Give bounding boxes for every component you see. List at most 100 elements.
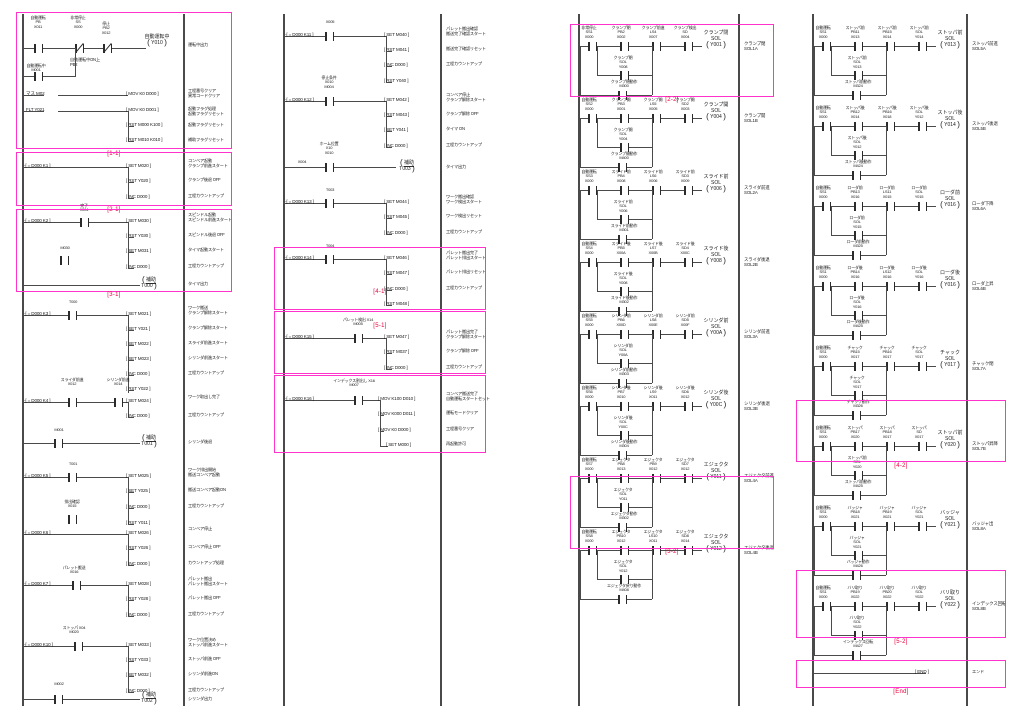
- contact-branch[interactable]: [618, 235, 627, 244]
- contact-branch[interactable]: [852, 491, 861, 500]
- instr-cond-d000-k3[interactable]: -[ = D000 K3 ]: [24, 311, 51, 316]
- contact-branch[interactable]: [852, 91, 861, 100]
- contact-branch[interactable]: [618, 163, 627, 172]
- c2-instr-cond2[interactable]: -[ = D000 K12 ]: [285, 97, 314, 102]
- contact-x016[interactable]: [854, 282, 863, 291]
- coil-y010[interactable]: 自動運転中( Y010 ): [144, 34, 170, 47]
- contact-x020[interactable]: [854, 442, 863, 451]
- contact-x005[interactable]: [652, 114, 661, 123]
- instr-set-m031[interactable]: [ SET M031 ]: [126, 248, 151, 253]
- contact-x016[interactable]: [72, 581, 81, 590]
- instr-rst-1[interactable]: [ RST M000 K100 ]: [126, 122, 163, 127]
- c2-contact-x005[interactable]: [325, 32, 334, 41]
- contact-branch[interactable]: [852, 651, 861, 660]
- contact-x000[interactable]: [822, 42, 831, 51]
- instr-set-m032[interactable]: [ SET M032 ]: [126, 672, 151, 677]
- c2-instr-rst-m048[interactable]: [ RST M048 ]: [384, 301, 410, 306]
- contact-x009[interactable]: [684, 186, 693, 195]
- contact-x012[interactable]: [620, 546, 629, 555]
- contact-x012[interactable]: [103, 44, 112, 53]
- instr-rst-y030[interactable]: [ RST Y030 ]: [126, 233, 151, 238]
- contact-x018[interactable]: [886, 122, 895, 131]
- instr-set-m023[interactable]: [ SET M023 ]: [126, 356, 151, 361]
- instr-set-m033[interactable]: [ SET M033 ]: [126, 642, 151, 647]
- c2-instr-rst-m037[interactable]: [ RST M037 ]: [384, 349, 410, 354]
- contact-x001[interactable]: [620, 114, 629, 123]
- contact-x000[interactable]: [822, 442, 831, 451]
- instr-set-m030[interactable]: [ SET M030 ]: [126, 218, 151, 223]
- c2-instr-rst-m045[interactable]: [ RST M045 ]: [384, 214, 410, 219]
- contact-branch[interactable]: [852, 411, 861, 420]
- contact-x015[interactable]: [68, 515, 77, 524]
- instr-mov-1[interactable]: [ MOV K0 D000 ]: [126, 91, 159, 96]
- contact-x000[interactable]: [588, 186, 597, 195]
- contact-branch[interactable]: [852, 251, 861, 260]
- contact-y012[interactable]: [918, 122, 927, 131]
- contact-x000[interactable]: [588, 258, 597, 267]
- instr-set-m020[interactable]: [ SET M020 ]: [126, 163, 151, 168]
- instr-condition-2[interactable]: FLT Y021: [26, 107, 45, 112]
- c2-contact-t004[interactable]: [325, 255, 334, 264]
- contact-m030[interactable]: [60, 256, 69, 265]
- contact-x00c[interactable]: [684, 258, 693, 267]
- contact-x00b[interactable]: [652, 258, 661, 267]
- contact-x000[interactable]: [822, 602, 831, 611]
- contact-x000[interactable]: [822, 282, 831, 291]
- instr-end[interactable]: [ END ]: [915, 669, 929, 674]
- c2-instr-set-m042[interactable]: [ SET M042 ]: [384, 97, 409, 102]
- contact-parallel[interactable]: [620, 431, 629, 440]
- contact-m001[interactable]: [34, 72, 43, 81]
- c2-instr-inc3[interactable]: [ INC D000 ]: [384, 230, 408, 235]
- contact-x012[interactable]: [684, 474, 693, 483]
- c2-instr-cond1[interactable]: -[ = D000 K11 ]: [285, 32, 314, 37]
- contact-parallel[interactable]: [620, 503, 629, 512]
- contact-x000[interactable]: [588, 114, 597, 123]
- c2-instr-mov2[interactable]: [ MOV K000 D011 ]: [378, 411, 415, 416]
- contact-x014[interactable]: [886, 42, 895, 51]
- contact-parallel[interactable]: [854, 311, 863, 320]
- instr-rst-2[interactable]: [ RST M010 K010 ]: [126, 137, 163, 142]
- contact-x00f[interactable]: [684, 330, 693, 339]
- contact-x017[interactable]: [886, 362, 895, 371]
- contact-branch[interactable]: [618, 523, 627, 532]
- c2-instr-inc1[interactable]: [ INC D000 ]: [384, 62, 408, 67]
- instr-rst-y033[interactable]: [ RST Y033 ]: [126, 657, 151, 662]
- c2-instr-rst-m041[interactable]: [ RST M041 ]: [384, 47, 410, 52]
- c2-instr-mov1[interactable]: [ MOV K100 D010 ]: [378, 396, 416, 401]
- contact-x000[interactable]: [588, 474, 597, 483]
- contact-branch[interactable]: [852, 571, 861, 580]
- c2-instr-set-m044[interactable]: [ SET M044 ]: [384, 199, 409, 204]
- c2-contact-x010[interactable]: [325, 163, 334, 172]
- instr-set-m021[interactable]: [ SET M021 ]: [126, 311, 151, 316]
- c2-instr-cond5[interactable]: -[ = D000 K15 ]: [285, 334, 314, 339]
- contact-x011[interactable]: [652, 402, 661, 411]
- contact-x012-b[interactable]: [68, 398, 77, 407]
- instr-inc-d000[interactable]: [ INC D000 ]: [126, 194, 150, 199]
- instr-cond-d000-k1[interactable]: -[ = D000 K1 ]: [24, 163, 51, 168]
- contact-parallel[interactable]: [620, 71, 629, 80]
- contact-parallel[interactable]: [854, 71, 863, 80]
- contact-y017[interactable]: [918, 362, 927, 371]
- contact-x000[interactable]: [822, 522, 831, 531]
- contact-x004[interactable]: [684, 42, 693, 51]
- contact-x004-c1[interactable]: [80, 218, 89, 227]
- contact-x014[interactable]: [854, 122, 863, 131]
- instr-cond-d000-k2[interactable]: -[ = D000 K2 ]: [24, 218, 51, 223]
- instr-cond-d000-k6[interactable]: -[ = D000 K6 ]: [24, 530, 51, 535]
- instr-set-m028[interactable]: [ SET M028 ]: [126, 581, 151, 586]
- instr-mov-2[interactable]: [ MOV K0 D001 ]: [126, 107, 159, 112]
- contact-x015[interactable]: [886, 202, 895, 211]
- contact-parallel[interactable]: [620, 287, 629, 296]
- contact-x000[interactable]: [588, 42, 597, 51]
- contact-x000[interactable]: [822, 122, 831, 131]
- contact-parallel[interactable]: [620, 143, 629, 152]
- instr-inc-d002[interactable]: [ INC D000 ]: [126, 561, 150, 566]
- instr-cond-d000-k5[interactable]: -[ = D000 K5 ]: [24, 473, 51, 478]
- contact-x013[interactable]: [854, 42, 863, 51]
- instr-inc-d000-d[interactable]: [ INC D000 ]: [126, 413, 150, 418]
